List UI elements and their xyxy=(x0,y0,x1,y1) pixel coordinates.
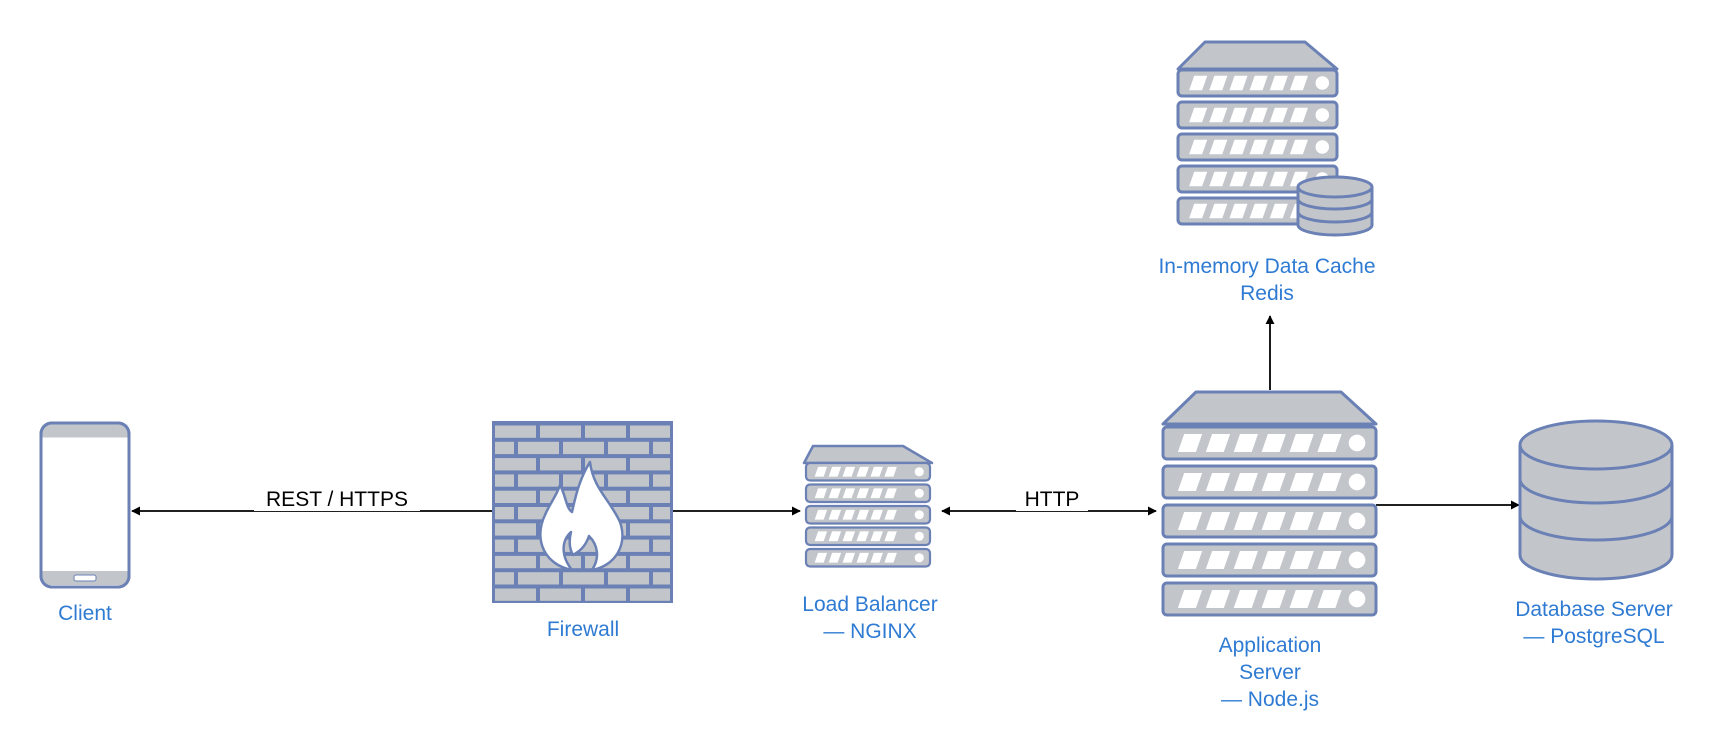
server-rack-icon xyxy=(1161,390,1378,617)
firewall-node[interactable]: Firewall xyxy=(492,421,673,641)
server-rack-icon xyxy=(802,444,934,568)
cache-label-line1: In-memory Data Cache xyxy=(1158,255,1375,278)
app-server-label-line1: Application xyxy=(1219,634,1322,657)
smartphone-icon xyxy=(39,421,131,589)
edge-load-balancer-app-server: HTTP xyxy=(941,487,1157,516)
server-unit xyxy=(804,504,932,525)
database-label-line1: Database Server xyxy=(1515,598,1673,621)
client-node[interactable]: Client xyxy=(39,421,131,625)
client-label: Client xyxy=(58,602,112,625)
load-balancer-node[interactable]: Load Balancer — NGINX xyxy=(802,444,938,643)
cache-label-line2: Redis xyxy=(1240,282,1294,305)
edge-label-http: HTTP xyxy=(1025,488,1080,511)
server-unit xyxy=(1176,100,1339,130)
server-unit xyxy=(1161,425,1378,461)
cache-node[interactable]: In-memory Data Cache Redis xyxy=(1158,40,1376,305)
server-with-database-icon xyxy=(1176,40,1374,237)
firewall-label: Firewall xyxy=(547,618,619,641)
server-unit xyxy=(804,526,932,547)
load-balancer-label-line1: Load Balancer xyxy=(802,593,937,616)
database-label-line2: — PostgreSQL xyxy=(1523,625,1664,648)
server-unit xyxy=(804,547,932,568)
database-cylinder-icon xyxy=(1518,419,1674,581)
edge-label-rest-https: REST / HTTPS xyxy=(266,488,408,511)
app-server-units xyxy=(1161,425,1378,617)
firewall-bricks xyxy=(495,425,670,601)
server-unit xyxy=(804,461,932,482)
app-server-label-line3: — Node.js xyxy=(1221,688,1319,711)
brick-firewall-icon xyxy=(492,421,673,603)
server-unit xyxy=(1161,464,1378,500)
server-unit xyxy=(1176,68,1339,98)
server-unit xyxy=(1161,581,1378,617)
app-server-label-line2: Server xyxy=(1239,661,1301,684)
database-node[interactable]: Database Server — PostgreSQL xyxy=(1515,419,1674,648)
load-balancer-label-line2: — NGINX xyxy=(823,620,916,643)
server-unit xyxy=(1161,503,1378,539)
server-unit xyxy=(1176,132,1339,162)
server-unit xyxy=(1161,542,1378,578)
small-database-icon xyxy=(1296,175,1374,237)
edge-client-load-balancer: REST / HTTPS xyxy=(131,487,801,516)
flame-icon xyxy=(539,460,624,572)
server-unit xyxy=(804,483,932,504)
load-balancer-units xyxy=(804,461,932,568)
app-server-node[interactable]: Application Server — Node.js xyxy=(1161,390,1378,711)
